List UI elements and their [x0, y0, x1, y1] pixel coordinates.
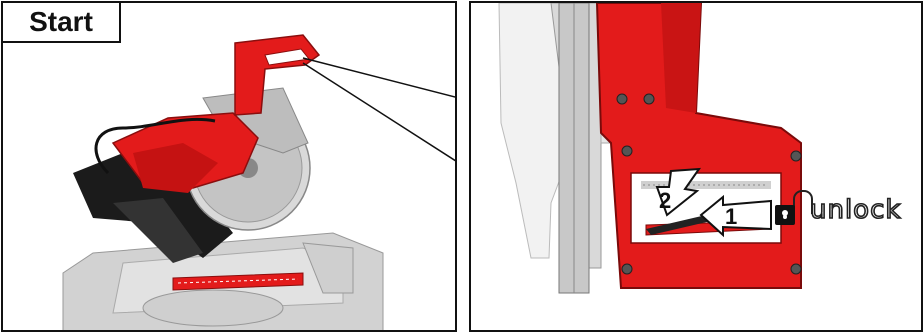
lock-detail-illustration: 2 1 — [471, 3, 923, 332]
step-1-number: 1 — [725, 204, 737, 229]
overview-panel: Start — [1, 1, 457, 332]
unlock-label: unlock — [810, 195, 901, 225]
unlock-icon — [775, 205, 795, 225]
step-2-number: 2 — [659, 188, 671, 213]
miter-saw-illustration — [3, 3, 457, 332]
start-label: Start — [3, 3, 121, 43]
detail-panel: 2 1 unlock — [469, 1, 923, 332]
